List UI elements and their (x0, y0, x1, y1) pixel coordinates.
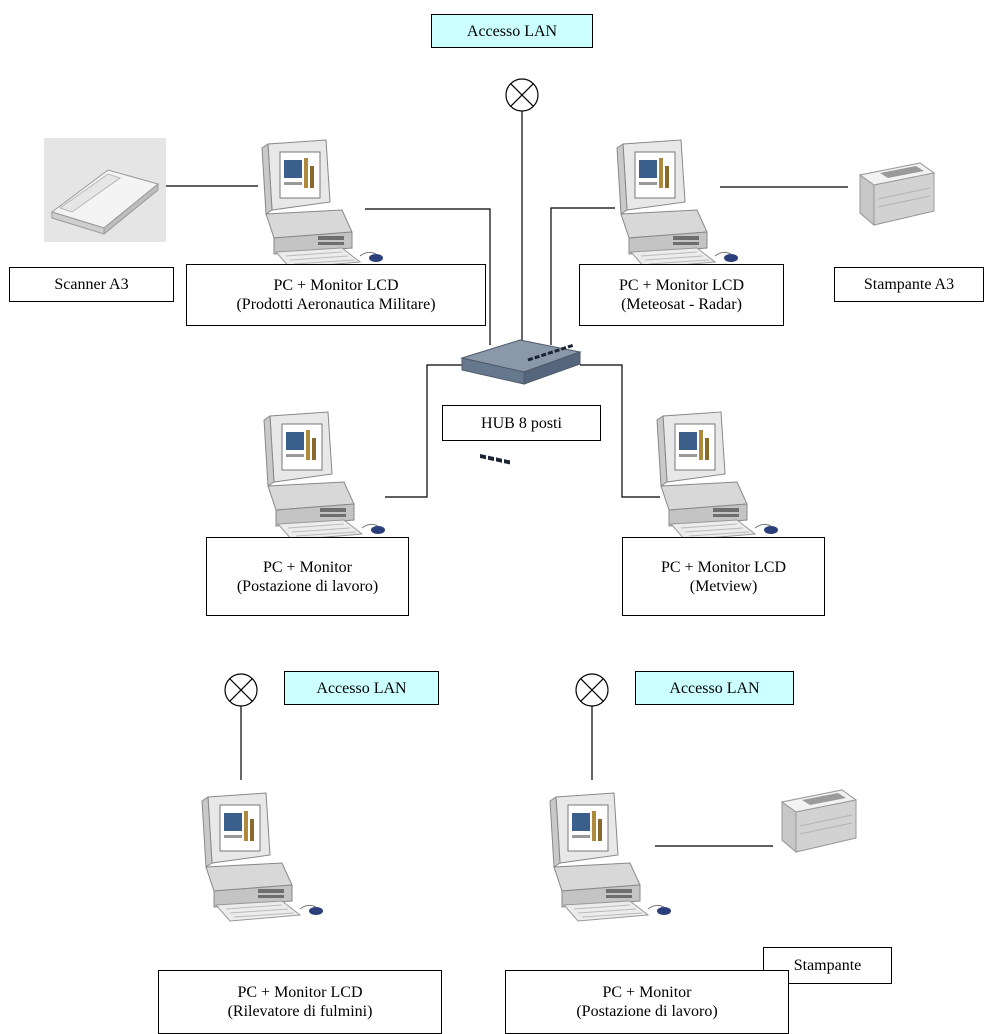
desktop-computer-icon (656, 411, 779, 541)
stampante-text: Stampante (793, 957, 862, 974)
pc-postazione-1-label: PC + Monitor (Postazione di lavoro) (206, 537, 409, 616)
pc-label-line2: (Prodotti Aeronautica Militare) (236, 296, 436, 313)
flatbed-scanner-icon (44, 138, 166, 242)
scanner-text: Scanner A3 (54, 276, 129, 293)
stampante-a3-text: Stampante A3 (863, 276, 955, 293)
pc-label-line2: (Metview) (689, 577, 758, 595)
pc-label-line1: PC + Monitor (602, 984, 692, 1001)
desktop-computer-icon (201, 792, 324, 922)
desktop-computer-icon (549, 792, 672, 922)
line-pc-aeronautica-hub (365, 208, 491, 345)
pc-label-line1: PC + Monitor LCD (660, 558, 787, 576)
desktop-computer-icon (261, 139, 384, 269)
pc-metview-label: PC + Monitor LCD (Metview) (622, 537, 825, 616)
desktop-computer-icon (263, 411, 386, 541)
lan-access-label-right: Accesso LAN (635, 671, 794, 705)
connection-lines (166, 111, 848, 847)
pc-label-line1: PC + Monitor LCD (618, 277, 745, 294)
pc-aeronautica-label: PC + Monitor LCD (Prodotti Aeronautica M… (186, 264, 486, 326)
hub-text: HUB 8 posti (481, 414, 562, 432)
crossed-circle-icon (575, 673, 609, 707)
line-hub-postazione-1 (385, 364, 462, 498)
hub-label: HUB 8 posti (442, 405, 601, 441)
lan-access-label-top: Accesso LAN (431, 14, 593, 48)
scanner-label: Scanner A3 (9, 267, 174, 302)
line-pc-meteosat-hub (550, 207, 615, 345)
crossed-circle-icon (224, 673, 258, 707)
lan-access-text: Accesso LAN (466, 22, 558, 40)
pc-label-line2: (Postazione di lavoro) (236, 577, 379, 595)
network-hub-icon (460, 339, 582, 465)
pc-meteosat-label: PC + Monitor LCD (Meteosat - Radar) (579, 264, 784, 326)
crossed-circle-icon (505, 78, 539, 112)
pc-label-line1: PC + Monitor LCD (237, 984, 363, 1001)
pc-label-line2: (Meteosat - Radar) (621, 296, 742, 313)
stampante-a3-label: Stampante A3 (834, 267, 984, 302)
pc-label-line2: (Rilevatore di fulmini) (227, 1003, 373, 1020)
desktop-computer-icon (616, 139, 739, 269)
laser-printer-icon (859, 162, 935, 226)
pc-postazione-2-label: PC + Monitor (Postazione di lavoro) (505, 970, 789, 1034)
line-hub-metview (580, 364, 660, 498)
lan-access-text: Accesso LAN (669, 679, 760, 697)
laser-printer-icon (781, 789, 857, 853)
pc-label-line1: PC + Monitor (262, 558, 353, 576)
pc-fulmini-label: PC + Monitor LCD (Rilevatore di fulmini) (158, 970, 442, 1034)
pc-label-line2: (Postazione di lavoro) (576, 1003, 718, 1020)
lan-access-label-left: Accesso LAN (284, 671, 439, 705)
lan-access-text: Accesso LAN (316, 679, 407, 697)
pc-label-line1: PC + Monitor LCD (273, 277, 399, 294)
